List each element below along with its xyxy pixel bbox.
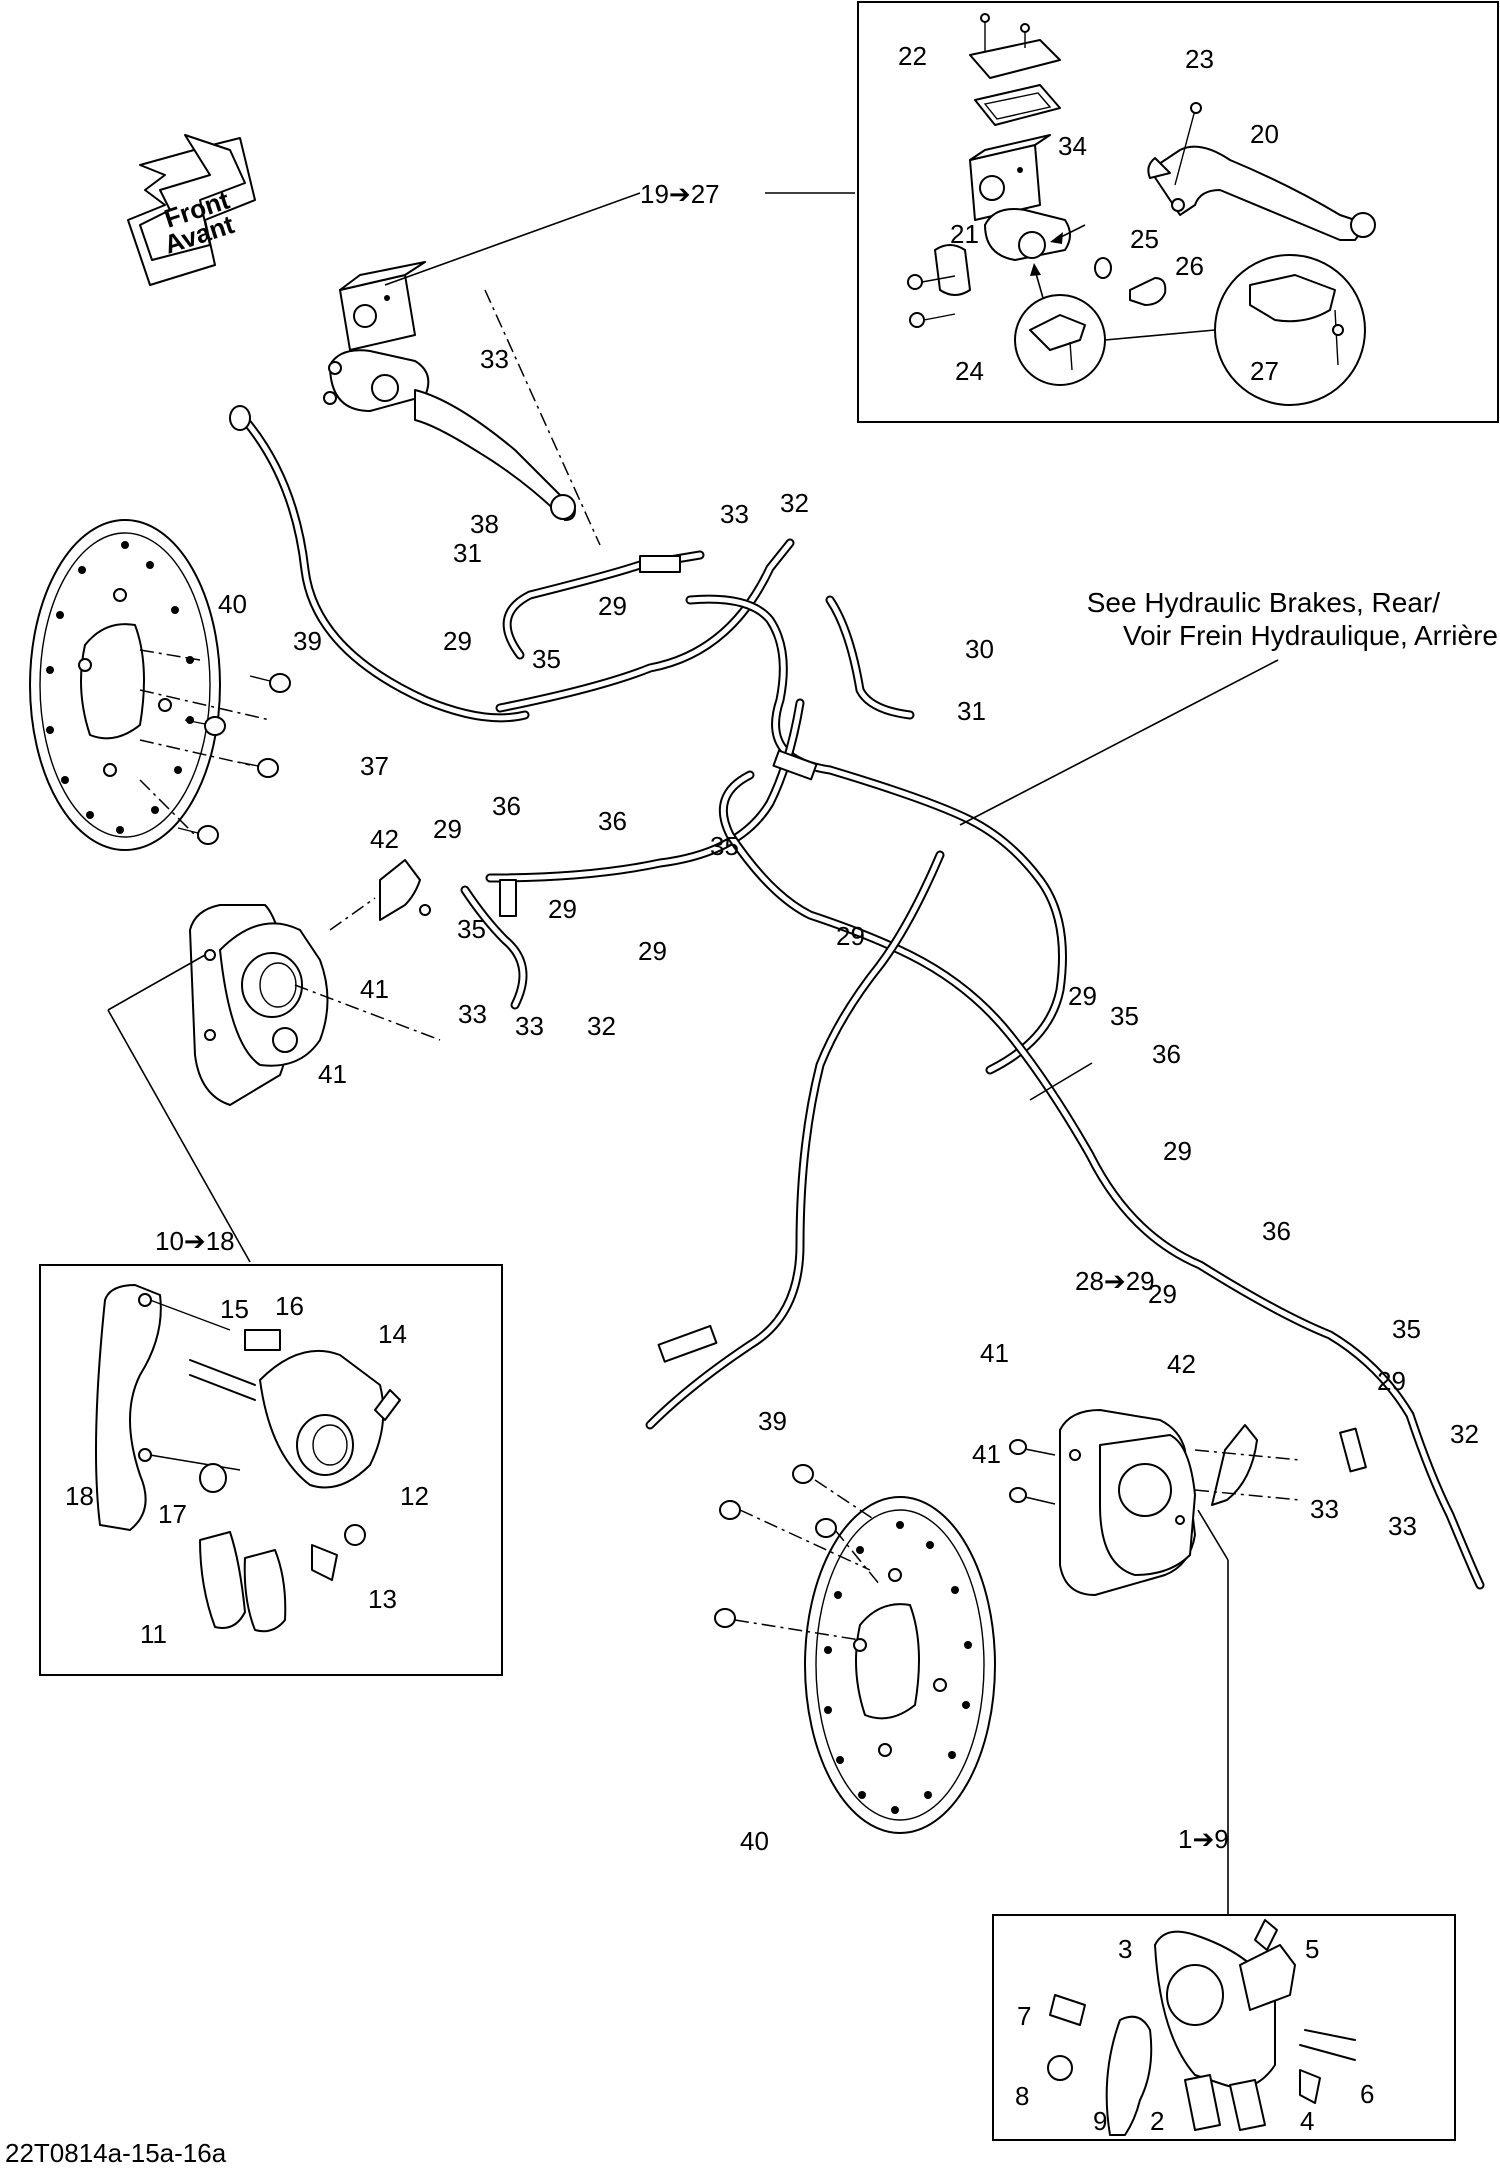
drawing-code: 22T0814a-15a-16a (5, 2138, 227, 2168)
brake-disc-left (29, 519, 291, 851)
rear-brakes-note: See Hydraulic Brakes, Rear/ Voir Frein H… (1087, 587, 1498, 651)
callout-11: 11 (140, 1619, 167, 1649)
leader-lines (107, 192, 1279, 1915)
callout-29-f: 29 (836, 921, 865, 951)
callout-26: 26 (1175, 251, 1204, 281)
callout-32-a: 32 (780, 488, 809, 518)
inset-box-left-caliper (39, 1264, 503, 1676)
callout-34: 34 (1058, 131, 1087, 161)
callout-8: 8 (1015, 2081, 1029, 2111)
callout-31-a: 31 (453, 538, 482, 568)
inset-box-master-cylinder (857, 1, 1499, 423)
callout-24: 24 (955, 356, 984, 386)
brake-caliper-left (189, 859, 441, 1106)
disc-bolts-left (177, 673, 291, 845)
inset-caliper-left-exploded (39, 1264, 503, 1676)
callout-22: 22 (898, 41, 927, 71)
callout-10-18: 10➔18 (155, 1226, 235, 1256)
callout-39-b: 39 (758, 1406, 787, 1436)
master-cylinder-main (323, 261, 576, 521)
callout-40-a: 40 (218, 589, 247, 619)
callout-38: 38 (470, 509, 499, 539)
callout-16: 16 (275, 1291, 304, 1321)
callout-29-d: 29 (548, 894, 577, 924)
brake-disc-right (714, 1464, 996, 1834)
master-cylinder-inset (857, 1, 1499, 423)
callouts: 19➔27 28➔29 10➔18 1➔9 22 23 20 34 21 25 … (65, 41, 1479, 2136)
callout-35-e: 35 (1392, 1314, 1421, 1344)
callout-41-d: 41 (972, 1439, 1001, 1469)
callout-39-a: 39 (293, 626, 322, 656)
callout-2: 2 (1150, 2106, 1164, 2136)
disc-bolts-right (714, 1464, 837, 1628)
callout-27: 27 (1250, 356, 1279, 386)
callout-33-c: 33 (458, 999, 487, 1029)
callout-42-b: 42 (1167, 1349, 1196, 1379)
callout-29-b: 29 (443, 626, 472, 656)
callout-36-c: 36 (1152, 1039, 1181, 1069)
callout-35-b: 35 (710, 831, 739, 861)
callout-4: 4 (1300, 2106, 1314, 2136)
note-line-fr: Voir Frein Hydraulique, Arrière (1123, 620, 1498, 651)
callout-33-master: 33 (480, 344, 509, 374)
callout-33-b: 33 (720, 499, 749, 529)
callout-29-c: 29 (433, 814, 462, 844)
callout-41-b: 41 (318, 1059, 347, 1089)
callout-41-c: 41 (980, 1338, 1009, 1368)
callout-9: 9 (1093, 2106, 1107, 2136)
inset-caliper-right-exploded (992, 1914, 1456, 2141)
callout-12: 12 (400, 1481, 429, 1511)
callout-15: 15 (220, 1294, 249, 1324)
callout-35-a: 35 (532, 644, 561, 674)
callout-33-e: 33 (1310, 1494, 1339, 1524)
callout-36-a: 36 (492, 791, 521, 821)
callout-1-9: 1➔9 (1178, 1824, 1229, 1854)
callout-20: 20 (1250, 119, 1279, 149)
callout-32-b: 32 (587, 1011, 616, 1041)
callout-17: 17 (158, 1499, 187, 1529)
callout-19-27: 19➔27 (640, 179, 720, 209)
callout-41-a: 41 (360, 974, 389, 1004)
callout-28-29: 28➔29 (1075, 1266, 1155, 1296)
brake-caliper-right (1009, 1409, 1301, 1596)
callout-29-g: 29 (1068, 981, 1097, 1011)
callout-37: 37 (360, 751, 389, 781)
callout-36-b: 36 (598, 806, 627, 836)
callout-3: 3 (1118, 1934, 1132, 1964)
callout-29-h: 29 (1163, 1136, 1192, 1166)
callout-42-a: 42 (370, 824, 399, 854)
callout-33-f: 33 (1388, 1511, 1417, 1541)
callout-33-d: 33 (515, 1011, 544, 1041)
callout-18: 18 (65, 1481, 94, 1511)
note-line-en: See Hydraulic Brakes, Rear/ (1087, 587, 1440, 618)
callout-5: 5 (1305, 1934, 1319, 1964)
callout-35-d: 35 (1110, 1001, 1139, 1031)
callout-29-a: 29 (598, 591, 627, 621)
callout-21: 21 (950, 219, 979, 249)
callout-29-j: 29 (1377, 1366, 1406, 1396)
callout-13: 13 (368, 1584, 397, 1614)
callout-23: 23 (1185, 44, 1214, 74)
callout-14: 14 (378, 1319, 407, 1349)
callout-40-b: 40 (740, 1826, 769, 1856)
brake-hoses (229, 405, 1485, 1590)
front-arrow: Front Avant (127, 134, 256, 286)
callout-25: 25 (1130, 224, 1159, 254)
inset-box-right-caliper (992, 1914, 1456, 2141)
callout-32-c: 32 (1450, 1419, 1479, 1449)
callout-29-i: 29 (1148, 1279, 1177, 1309)
callout-29-e: 29 (638, 936, 667, 966)
callout-30: 30 (965, 634, 994, 664)
callout-35-c: 35 (457, 914, 486, 944)
callout-36-d: 36 (1262, 1216, 1291, 1246)
callout-6: 6 (1360, 2079, 1374, 2109)
callout-7: 7 (1017, 2001, 1031, 2031)
callout-31-b: 31 (957, 696, 986, 726)
